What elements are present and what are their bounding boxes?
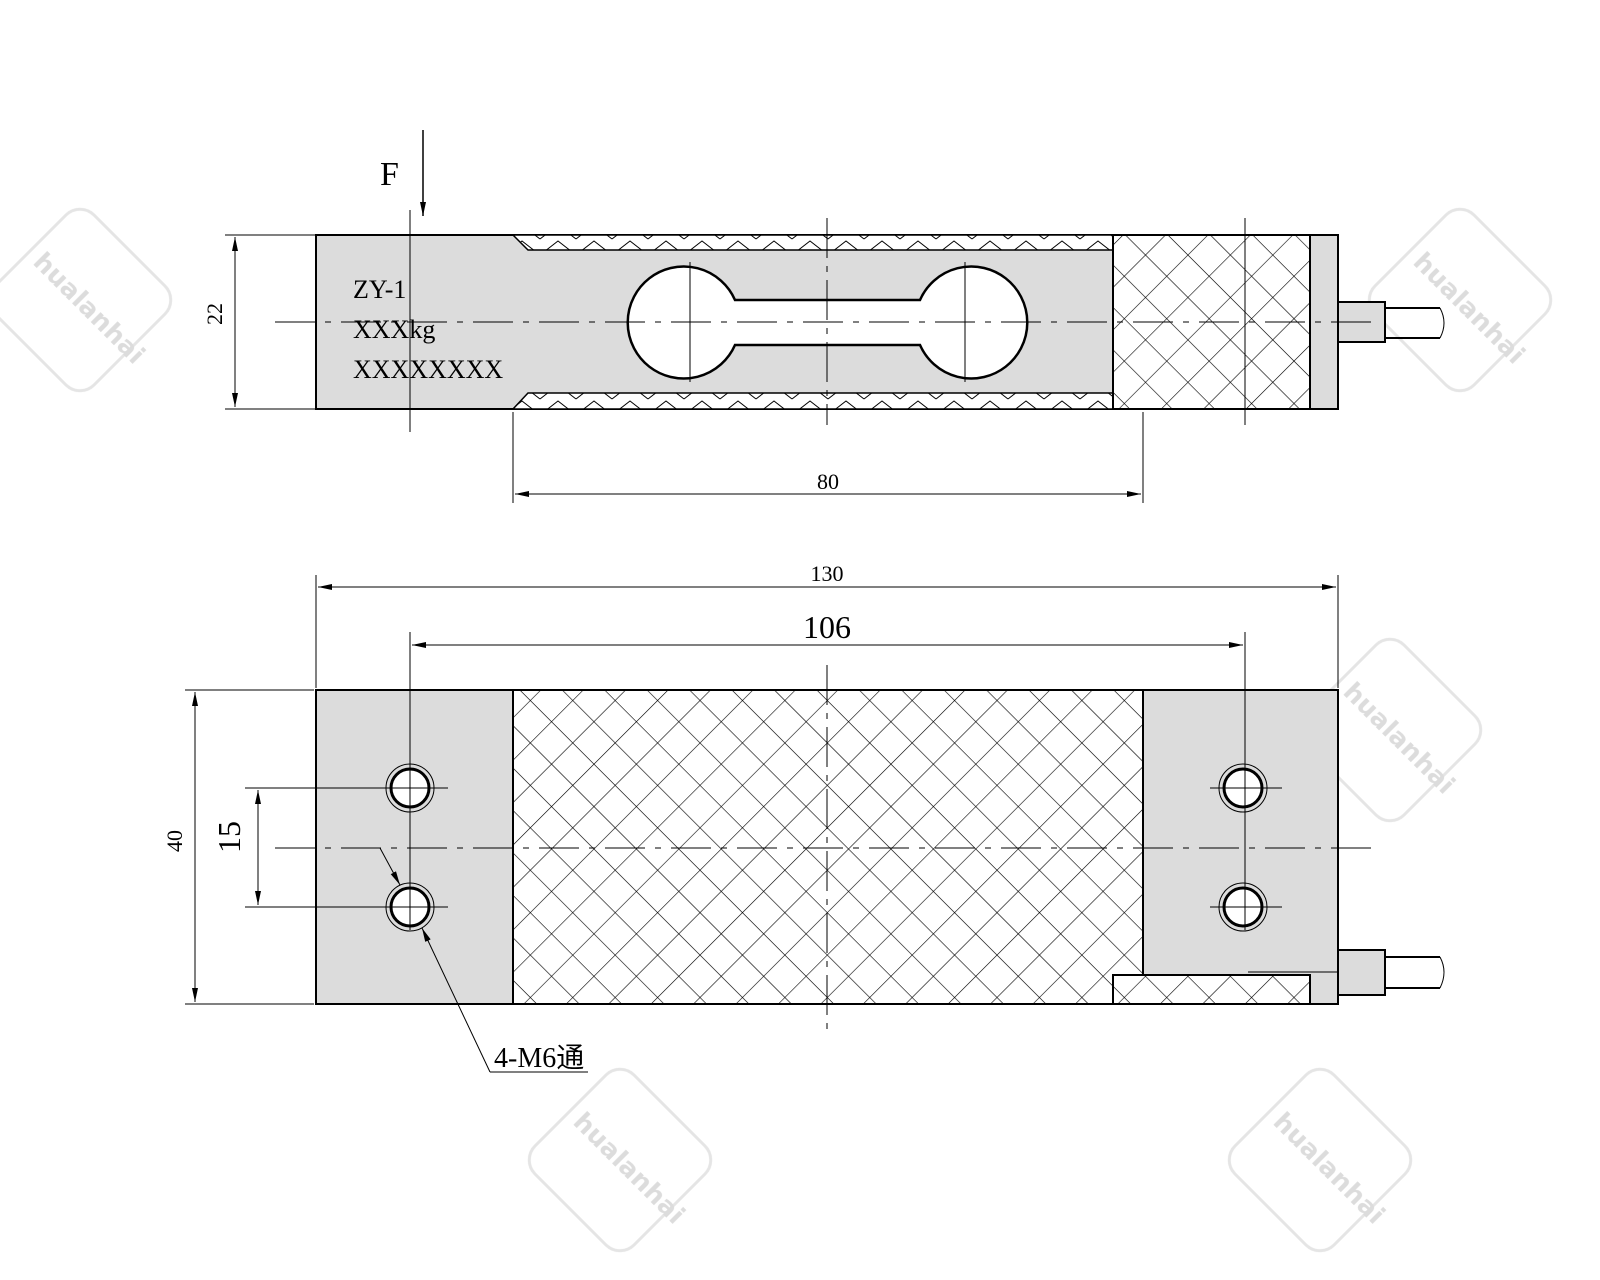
top-strain-strip: [511, 234, 1145, 251]
force-label: F: [380, 156, 399, 193]
bottom-cover-hatch: [512, 689, 1144, 1005]
dim-span-80: 80: [817, 469, 839, 494]
serial-label: XXXXXXXX: [353, 355, 503, 384]
cable: [1385, 307, 1440, 339]
dim-pitch-106: 106: [803, 609, 851, 645]
capacity-label: XXXkg: [353, 315, 435, 344]
svg-text:hualanhai: hualanhai: [27, 247, 150, 370]
cable: [1385, 956, 1440, 989]
bottom-strain-strip: [511, 392, 1145, 410]
potting-strip: [1112, 974, 1311, 1005]
svg-text:hualanhai: hualanhai: [1337, 677, 1460, 800]
dim-width-40: 40: [162, 830, 187, 852]
dim-spacing-15: 15: [211, 821, 247, 853]
top-view: [225, 130, 1445, 503]
dim-height-22: 22: [202, 303, 227, 325]
svg-text:hualanhai: hualanhai: [1267, 1107, 1390, 1230]
cable-gland: [1337, 949, 1386, 996]
hole-callout: 4-M6通: [494, 1043, 584, 1074]
model-label: ZY-1: [353, 275, 406, 304]
svg-text:hualanhai: hualanhai: [567, 1107, 690, 1230]
bottom-view: [185, 575, 1445, 1073]
dim-length-130: 130: [811, 561, 844, 586]
